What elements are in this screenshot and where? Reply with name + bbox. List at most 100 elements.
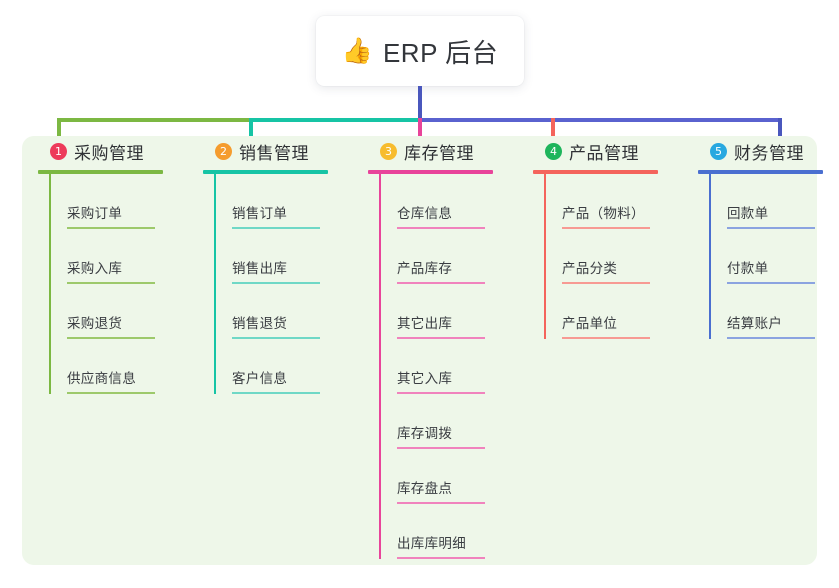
leaf-item[interactable]: 其它出库 [379,284,533,339]
leaf-item[interactable]: 回款单 [709,174,839,229]
branch-items-5: 回款单 付款单 结算账户 [709,174,839,339]
leaf-rule [232,227,320,229]
thumbs-up-icon: 👍 [341,36,373,65]
leaf-label: 产品库存 [397,261,453,277]
branch-header-1[interactable]: 1 采购管理 [38,136,203,166]
leaf-rule [232,392,320,394]
leaf-item[interactable]: 仓库信息 [379,174,533,229]
branch-head-rule-1 [38,170,163,174]
branch-header-5[interactable]: 5 财务管理 [698,136,839,166]
leaf-label: 其它出库 [397,316,453,332]
leaf-item[interactable]: 销售退货 [214,284,368,339]
leaf-item[interactable]: 付款单 [709,229,839,284]
leaf-item[interactable]: 出库库明细 [379,504,533,559]
branch-head-rule-5 [698,170,823,174]
branch-spine-3 [379,174,381,559]
leaf-label: 库存盘点 [397,481,453,497]
leaf-item[interactable]: 销售出库 [214,229,368,284]
branch-column-2[interactable]: 2 销售管理 销售订单 销售出库 销售退货 客户信息 [203,136,368,565]
branch-title-1: 采购管理 [74,143,144,163]
leaf-item[interactable]: 销售订单 [214,174,368,229]
leaf-label: 产品单位 [562,316,618,332]
leaf-item[interactable]: 采购退货 [49,284,203,339]
leaf-label: 供应商信息 [67,371,136,387]
leaf-item[interactable]: 供应商信息 [49,339,203,394]
branch-column-3[interactable]: 3 库存管理 仓库信息 产品库存 其它出库 其它入库 [368,136,533,565]
leaf-label: 回款单 [727,206,769,222]
leaf-item[interactable]: 结算账户 [709,284,839,339]
leaf-rule [397,282,485,284]
leaf-label: 采购订单 [67,206,123,222]
branch-items-4: 产品（物料） 产品分类 产品单位 [544,174,698,339]
leaf-item[interactable]: 采购订单 [49,174,203,229]
leaf-rule [67,282,155,284]
branch-badge-1: 1 [50,142,67,160]
leaf-rule [727,337,815,339]
root-title: ERP 后台 [382,37,499,68]
leaf-label: 结算账户 [727,316,783,332]
leaf-rule [232,337,320,339]
branch-column-5[interactable]: 5 财务管理 回款单 付款单 结算账户 [698,136,839,565]
branch-title-2: 销售管理 [239,143,309,163]
branch-items-2: 销售订单 销售出库 销售退货 客户信息 [214,174,368,394]
leaf-item[interactable]: 其它入库 [379,339,533,394]
leaf-rule [397,447,485,449]
leaf-item[interactable]: 采购入库 [49,229,203,284]
leaf-label: 销售退货 [232,316,288,332]
leaf-label: 出库库明细 [397,536,466,552]
leaf-item[interactable]: 客户信息 [214,339,368,394]
branch-head-rule-4 [533,170,658,174]
branch-badge-4: 4 [545,142,562,160]
leaf-label: 采购入库 [67,261,123,277]
branch-badge-3: 3 [380,142,397,160]
branch-badge-2: 2 [215,142,232,160]
leaf-item[interactable]: 产品单位 [544,284,698,339]
leaf-rule [727,227,815,229]
branch-header-2[interactable]: 2 销售管理 [203,136,368,166]
leaf-label: 产品（物料） [562,206,645,222]
branch-spine-2 [214,174,216,394]
branch-title-4: 产品管理 [569,143,639,163]
leaf-label: 销售出库 [232,261,288,277]
leaf-label: 客户信息 [232,371,288,387]
branch-column-4[interactable]: 4 产品管理 产品（物料） 产品分类 产品单位 [533,136,698,565]
leaf-label: 其它入库 [397,371,453,387]
leaf-item[interactable]: 库存调拨 [379,394,533,449]
leaf-item[interactable]: 产品（物料） [544,174,698,229]
leaf-label: 产品分类 [562,261,618,277]
branch-column-1[interactable]: 1 采购管理 采购订单 采购入库 采购退货 供应商信 [38,136,203,565]
leaf-rule [397,227,485,229]
leaf-item[interactable]: 库存盘点 [379,449,533,504]
content-panel [22,136,817,565]
root-node[interactable]: 👍 ERP 后台 [316,16,524,86]
leaf-item[interactable]: 产品库存 [379,229,533,284]
leaf-rule [397,502,485,504]
leaf-rule [397,392,485,394]
leaf-rule [67,392,155,394]
branch-badge-5: 5 [710,142,727,160]
branch-columns: 1 采购管理 采购订单 采购入库 采购退货 供应商信 [22,136,823,565]
leaf-rule [67,337,155,339]
leaf-rule [562,227,650,229]
leaf-rule [67,227,155,229]
branch-header-4[interactable]: 4 产品管理 [533,136,698,166]
leaf-rule [562,282,650,284]
branch-spine-1 [49,174,51,394]
branch-header-3[interactable]: 3 库存管理 [368,136,533,166]
leaf-rule [397,337,485,339]
leaf-label: 库存调拨 [397,426,453,442]
branch-items-1: 采购订单 采购入库 采购退货 供应商信息 [49,174,203,394]
branch-head-rule-3 [368,170,493,174]
leaf-label: 仓库信息 [397,206,453,222]
leaf-rule [397,557,485,559]
branch-spine-5 [709,174,711,339]
leaf-rule [232,282,320,284]
leaf-item[interactable]: 产品分类 [544,229,698,284]
leaf-rule [727,282,815,284]
leaf-label: 采购退货 [67,316,123,332]
branch-spine-4 [544,174,546,339]
branch-title-5: 财务管理 [734,143,804,163]
leaf-label: 销售订单 [232,206,288,222]
leaf-rule [562,337,650,339]
